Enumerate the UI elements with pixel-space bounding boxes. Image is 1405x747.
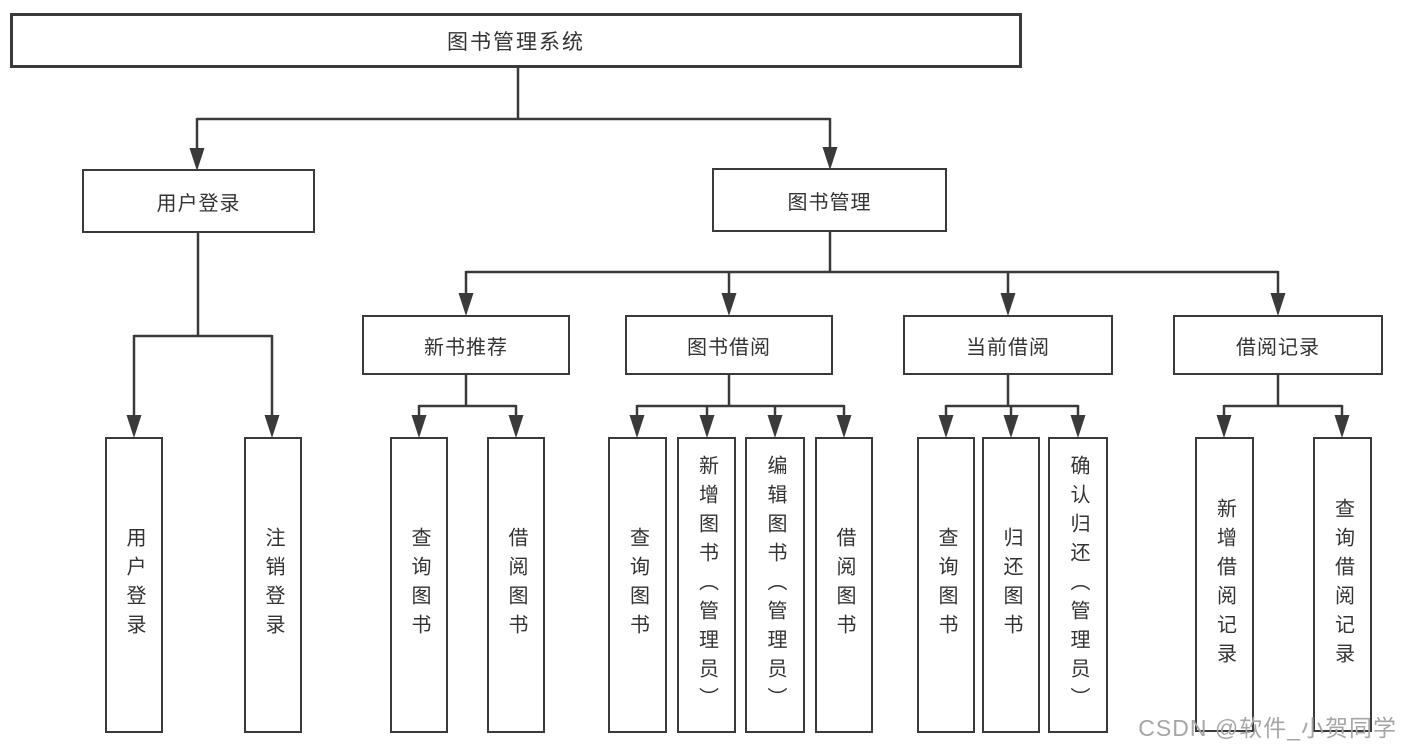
node-leaf-edit-books-admin: 编辑图书（管理员） — [745, 437, 805, 733]
node-leaf-add-books-admin: 新增图书（管理员） — [677, 437, 736, 733]
node-leaf-logout: 注销登录 — [244, 437, 302, 733]
node-leaf-borrow-books-2: 借阅图书 — [815, 437, 873, 733]
node-leaf-user-login: 用户登录 — [105, 437, 163, 733]
node-leaf-query-books-1: 查询图书 — [390, 437, 448, 733]
node-leaf-query-books-3: 查询图书 — [917, 437, 975, 733]
arrowheads — [126, 147, 1350, 438]
node-leaf-query-borrow-record: 查询借阅记录 — [1313, 437, 1372, 732]
node-leaf-query-books-2: 查询图书 — [608, 437, 667, 733]
node-new-book-recommend: 新书推荐 — [362, 315, 570, 375]
node-library-management-system: 图书管理系统 — [10, 13, 1022, 68]
node-leaf-return-books: 归还图书 — [982, 437, 1040, 733]
node-current-borrowing: 当前借阅 — [903, 315, 1113, 375]
node-user-login-branch: 用户登录 — [82, 169, 315, 233]
node-leaf-add-borrow-record: 新增借阅记录 — [1195, 437, 1254, 732]
node-book-management-branch: 图书管理 — [712, 168, 947, 232]
csdn-watermark: CSDN @软件_小贺同学 — [1138, 715, 1397, 741]
node-leaf-confirm-return-admin: 确认归还（管理员） — [1048, 437, 1108, 733]
node-leaf-borrow-books-1: 借阅图书 — [487, 437, 545, 733]
node-borrowing-records: 借阅记录 — [1173, 315, 1383, 375]
node-book-borrowing: 图书借阅 — [625, 315, 833, 375]
